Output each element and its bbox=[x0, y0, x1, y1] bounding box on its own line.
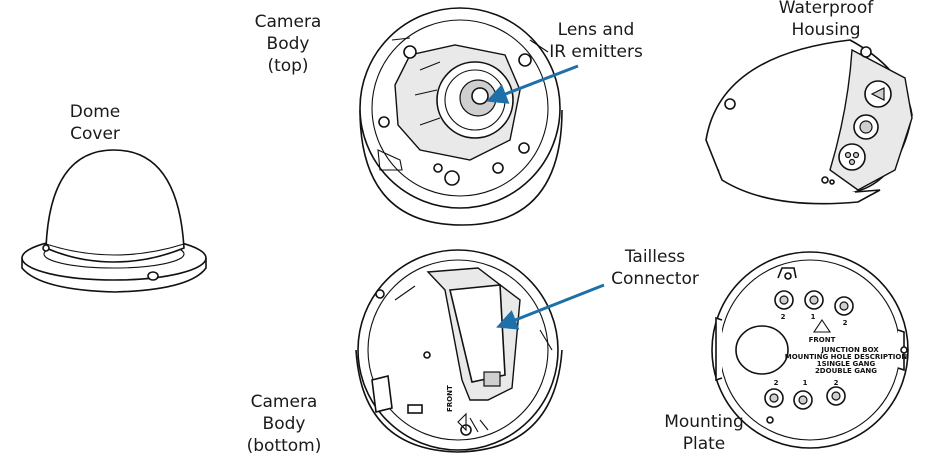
plate-mounting-hole: MOUNTING HOLE DESCRIPTION bbox=[785, 353, 908, 361]
plate-hole-bottom-label-1: 2 bbox=[774, 379, 779, 387]
label-camera-bottom-2: Body bbox=[263, 414, 306, 434]
label-mounting-plate-2: Plate bbox=[683, 434, 726, 454]
plate-double-gang: 2DOUBLE GANG bbox=[815, 367, 877, 375]
plate-front-text: FRONT bbox=[809, 336, 836, 344]
plate-hole-top-label-3: 2 bbox=[843, 319, 848, 327]
plate-hole-top-label-1: 2 bbox=[781, 313, 786, 321]
camera-bottom-front-text: FRONT bbox=[446, 385, 454, 412]
label-camera-top-2: Body bbox=[267, 34, 310, 54]
label-lens-ir-1: Lens and bbox=[558, 20, 635, 40]
plate-hole-bottom-label-3: 2 bbox=[834, 379, 839, 387]
mounting-plate-drawing bbox=[711, 251, 909, 449]
label-dome-cover-2: Cover bbox=[70, 124, 120, 144]
label-housing-2: Housing bbox=[791, 20, 860, 40]
camera-body-top-drawing bbox=[359, 7, 563, 226]
label-mounting-plate-1: Mounting bbox=[664, 412, 744, 432]
camera-body-bottom-drawing: FRONT bbox=[355, 249, 563, 453]
plate-junction-box: JUNCTION BOX bbox=[820, 346, 879, 354]
label-lens-ir-2: IR emitters bbox=[549, 42, 643, 62]
label-camera-top-1: Camera bbox=[255, 12, 322, 32]
label-housing-1: Waterproof bbox=[779, 0, 874, 18]
label-camera-bottom-3: (bottom) bbox=[247, 436, 322, 456]
plate-single-gang: 1SINGLE GANG bbox=[817, 360, 876, 368]
label-camera-top-3: (top) bbox=[267, 56, 308, 76]
plate-hole-top-label-2: 1 bbox=[811, 313, 816, 321]
arrow-lens-ir bbox=[486, 64, 579, 104]
label-tailless-1: Tailless bbox=[624, 247, 685, 267]
arrow-tailless-connector bbox=[496, 283, 605, 330]
plate-hole-bottom-label-2: 1 bbox=[803, 379, 808, 387]
label-tailless-2: Connector bbox=[611, 269, 699, 289]
label-dome-cover-1: Dome bbox=[70, 102, 121, 122]
dome-cover-drawing bbox=[21, 149, 207, 293]
waterproof-housing-drawing bbox=[705, 39, 913, 205]
label-camera-bottom-1: Camera bbox=[251, 392, 318, 412]
